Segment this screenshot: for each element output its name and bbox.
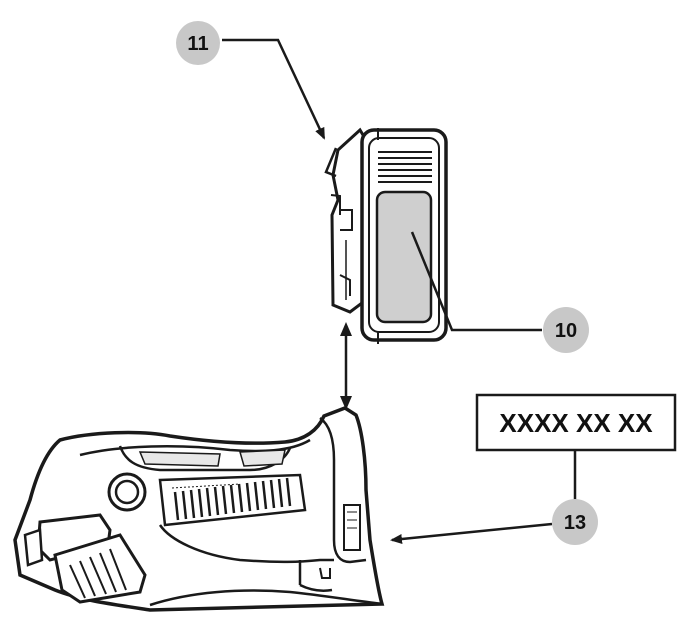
serial-label-box: XXXX XX XX — [475, 393, 677, 452]
callout-10-leader — [410, 231, 542, 332]
tool-side-clamp — [23, 513, 147, 604]
battery-pack — [324, 127, 448, 344]
serial-label-text: XXXX XX XX — [499, 408, 653, 438]
callout-13-leader — [390, 522, 553, 544]
callout-13: 13 — [390, 450, 598, 545]
callout-11-circle — [176, 21, 220, 65]
callout-10-label: 10 — [555, 320, 577, 342]
callout-11: 11 — [176, 21, 326, 140]
callout-10-circle — [543, 307, 589, 353]
battery-grip-ridges — [378, 151, 432, 183]
tool-vent-grille — [158, 473, 307, 527]
callout-13-circle — [552, 499, 598, 545]
callout-11-leader — [222, 38, 326, 140]
insertion-arrow — [340, 322, 352, 410]
callout-11-label: 11 — [187, 33, 208, 55]
battery-window — [375, 190, 433, 324]
callout-13-label: 13 — [564, 512, 586, 534]
callout-10: 10 — [410, 231, 589, 353]
tool-body — [13, 406, 385, 612]
